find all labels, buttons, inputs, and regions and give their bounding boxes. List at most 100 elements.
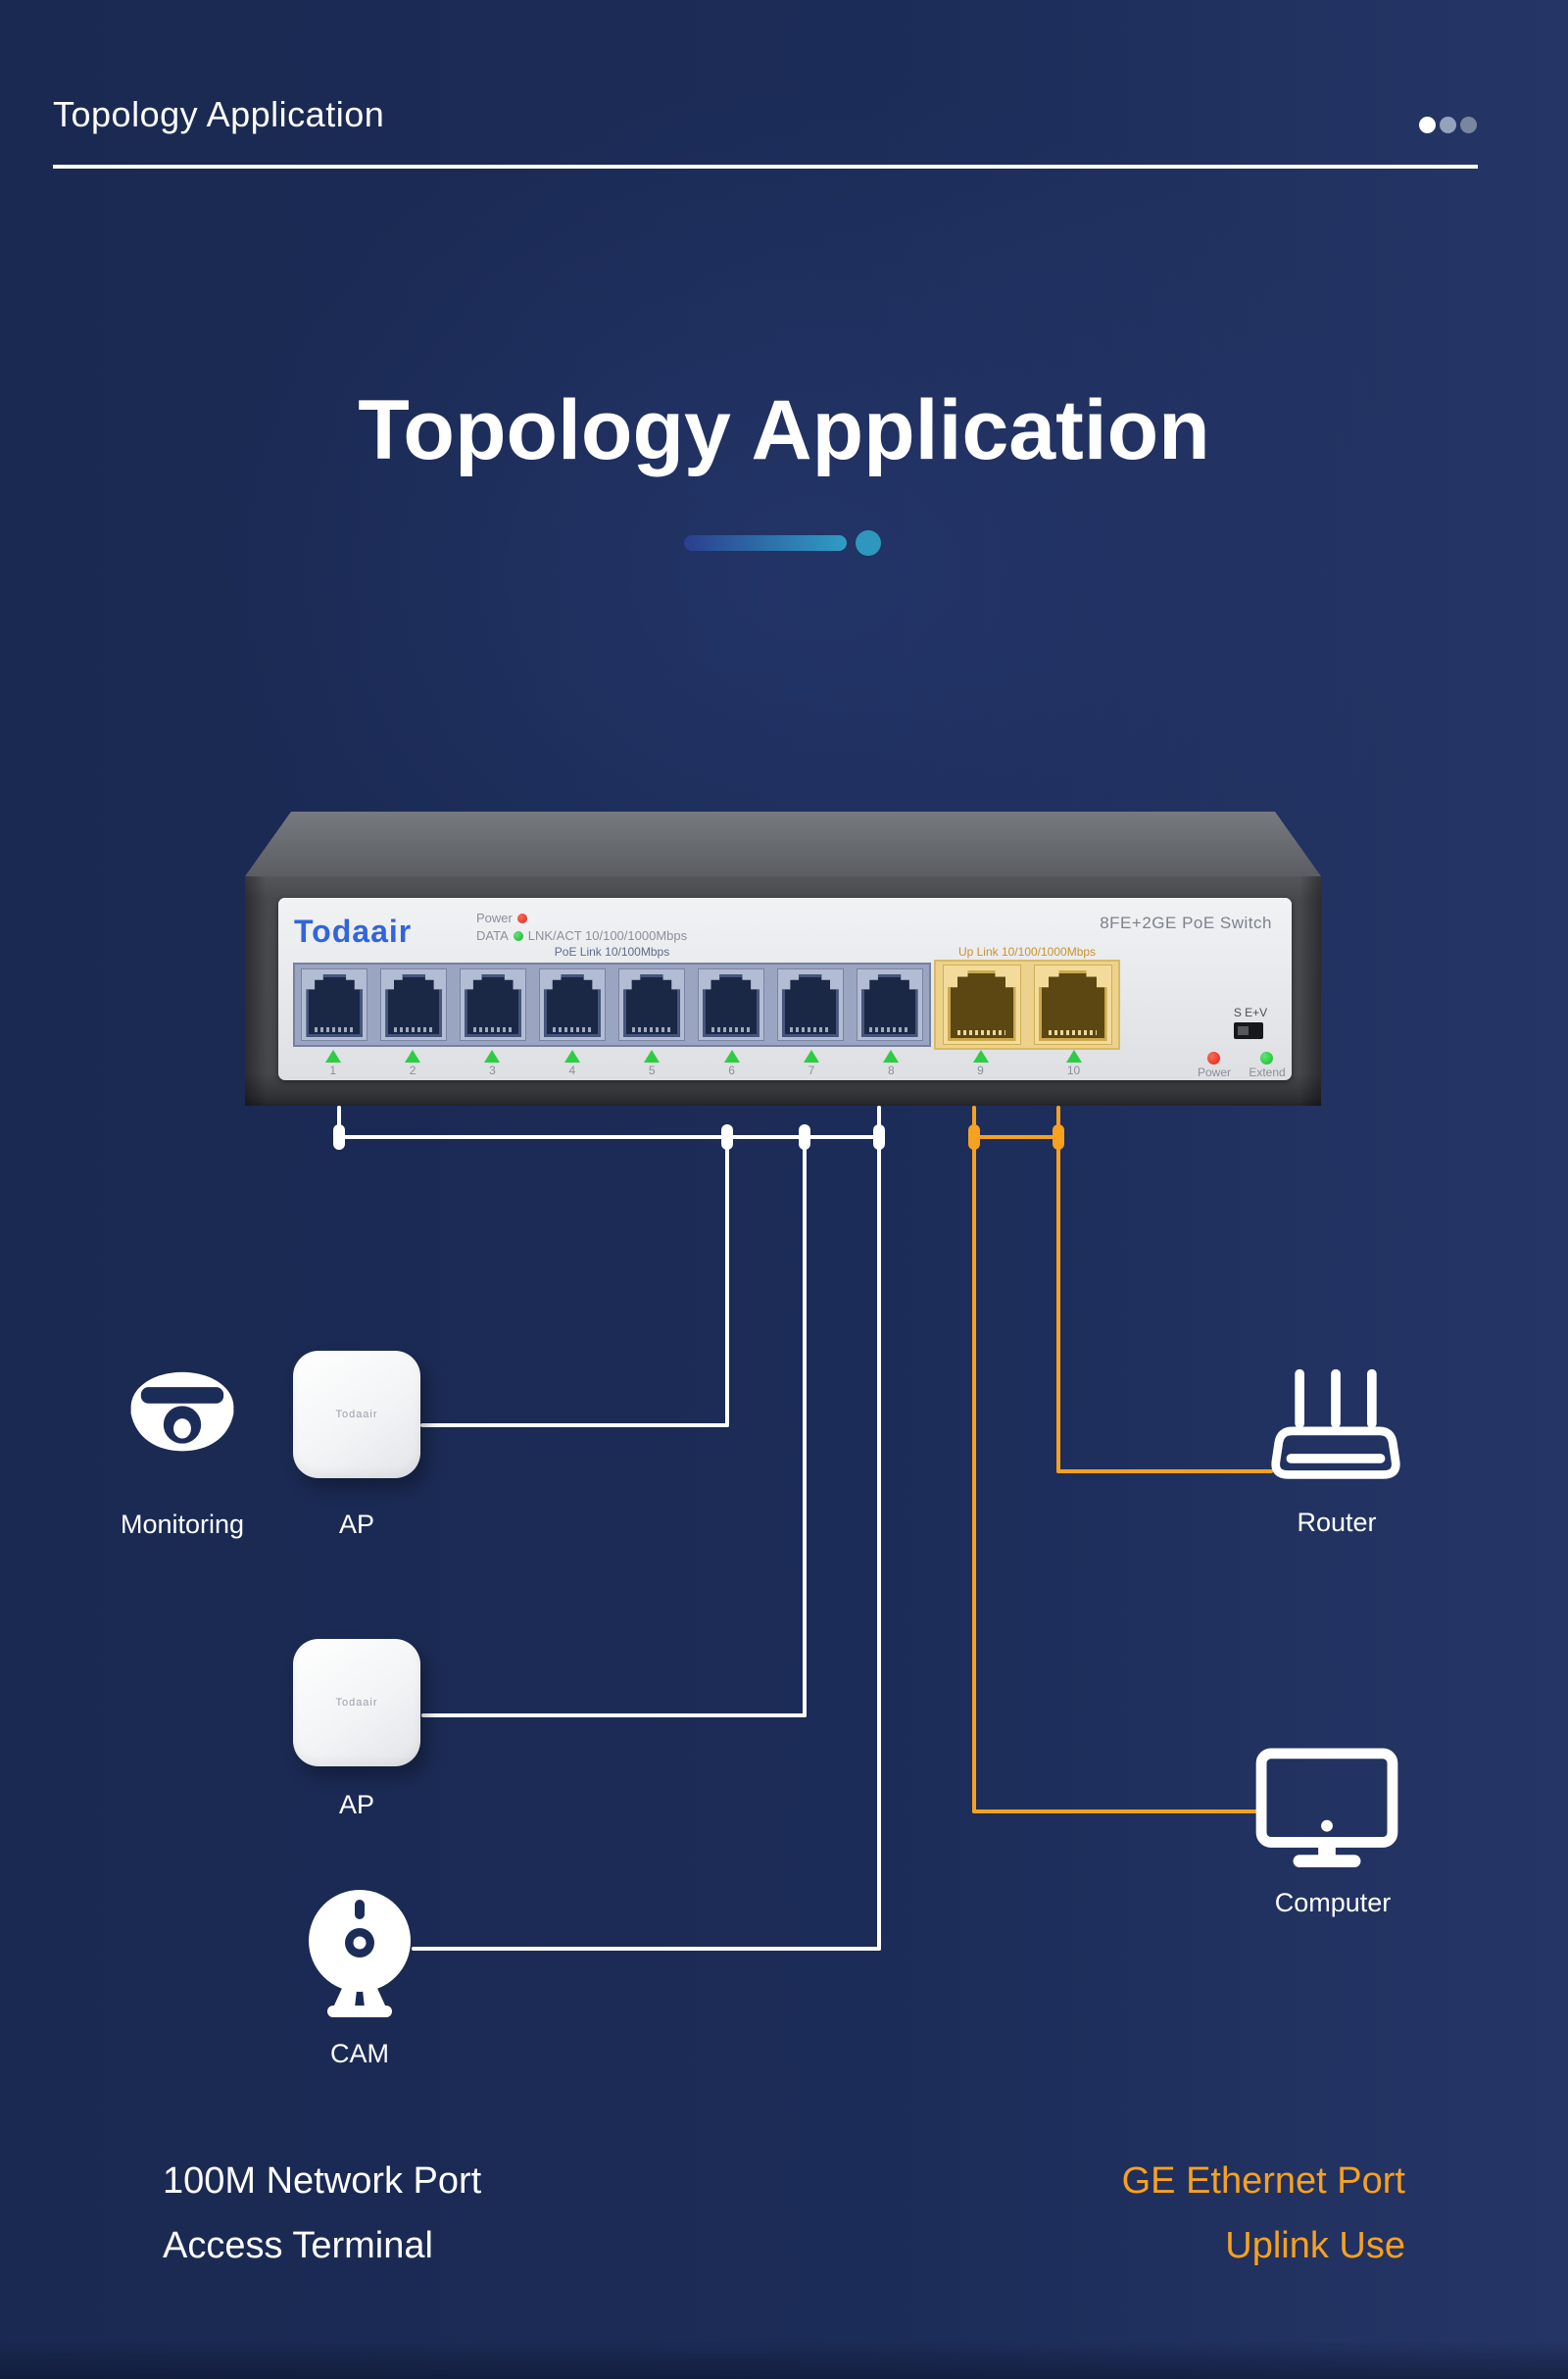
wire-cam-horizontal: [412, 1947, 881, 1951]
green-triangle-icon: [405, 1050, 421, 1063]
power-led-label: Power: [1197, 1066, 1231, 1079]
wire-computer-vertical: [972, 1106, 976, 1813]
green-triangle-icon: [883, 1050, 900, 1063]
switch-top-face: [245, 812, 1321, 876]
page-title: Topology Application: [358, 383, 1210, 477]
extend-led-label: Extend: [1249, 1066, 1286, 1079]
port-number: 10: [1066, 1064, 1081, 1077]
router-icon: [1271, 1368, 1400, 1479]
wire-junction: [721, 1124, 733, 1150]
bottom-fade: [0, 2340, 1568, 2379]
green-triangle-icon: [644, 1050, 661, 1063]
switch-faceplate: Todaair Power DATA LNK/ACT 10/100/1000Mb…: [278, 898, 1292, 1080]
port-indicator: 7: [803, 1050, 819, 1077]
wire-white-bus: [337, 1135, 881, 1139]
monitor-icon: [1255, 1748, 1398, 1868]
legend-access-terminal: 100M Network Port Access Terminal: [163, 2149, 481, 2278]
port-indicator: 10: [1065, 1050, 1082, 1077]
power-led-icon: [1207, 1052, 1220, 1065]
green-triangle-icon: [324, 1050, 341, 1063]
green-triangle-icon: [564, 1050, 580, 1063]
port-number: 6: [728, 1064, 735, 1077]
port-number: 2: [409, 1064, 416, 1077]
poe-group-label: PoE Link 10/100Mbps: [554, 945, 670, 959]
port-number: 8: [887, 1064, 895, 1077]
port-number: 4: [568, 1064, 576, 1077]
ap2-label: AP: [338, 1790, 375, 1819]
data-label: DATA: [476, 928, 509, 943]
legend-uplink-line2: Uplink Use: [1225, 2225, 1405, 2266]
monitoring-label: Monitoring: [120, 1510, 245, 1539]
ap-brand-text: Todaair: [335, 1697, 378, 1709]
green-triangle-icon: [1065, 1050, 1082, 1063]
red-led-icon: [516, 913, 527, 923]
wire-router-vertical: [1056, 1106, 1060, 1473]
ap1-label: AP: [338, 1510, 375, 1539]
green-led-icon: [513, 930, 523, 941]
wire-junction: [333, 1124, 345, 1150]
rj45-jack-icon: [385, 974, 443, 1037]
power-label: Power: [476, 911, 513, 925]
port-indicator: 3: [484, 1050, 501, 1077]
port-indicator: 9: [972, 1050, 989, 1077]
rj45-jack-icon: [465, 974, 522, 1037]
wire-ap2-vertical: [803, 1137, 807, 1717]
dip-switch-label: S E+V: [1233, 1006, 1268, 1019]
pagination-dot-icon: [1440, 117, 1456, 133]
port-indicator: 1: [324, 1050, 341, 1077]
rj45-jack-icon: [544, 974, 602, 1037]
rj45-uplink-port: [942, 965, 1021, 1045]
wire-ap2-horizontal: [421, 1713, 807, 1717]
rj45-port: [856, 968, 923, 1041]
wire-junction: [968, 1124, 980, 1150]
legend-uplink: GE Ethernet Port Uplink Use: [1122, 2149, 1405, 2278]
port-number: 9: [977, 1064, 984, 1077]
pagination-dots: [1419, 117, 1477, 133]
wire-port1-stub: [337, 1106, 341, 1139]
wire-router-horizontal: [1056, 1469, 1273, 1473]
rj45-jack-icon: [306, 974, 364, 1037]
port-indicator: 8: [883, 1050, 900, 1077]
green-triangle-icon: [484, 1050, 501, 1063]
green-triangle-icon: [723, 1050, 740, 1063]
port-number: 5: [648, 1064, 656, 1077]
rj45-jack-icon: [1038, 970, 1107, 1041]
rj45-uplink-port: [1033, 965, 1112, 1045]
rj45-jack-icon: [947, 970, 1016, 1041]
ap-brand-text: Todaair: [335, 1409, 378, 1420]
rj45-jack-icon: [860, 974, 918, 1037]
header-title: Topology Application: [53, 94, 385, 134]
data-led-legend: DATA LNK/ACT 10/100/1000Mbps: [476, 928, 687, 943]
pagination-dot-icon: [1460, 117, 1477, 133]
wire-ap1-horizontal: [420, 1423, 729, 1427]
access-point-icon: Todaair: [293, 1639, 420, 1766]
legend-uplink-line1: GE Ethernet Port: [1121, 2160, 1405, 2202]
legend-access-line1: 100M Network Port: [163, 2160, 482, 2202]
poe-port-indicators: 1 2 3 4 5 6 7 8: [293, 1050, 931, 1077]
rj45-port: [460, 968, 527, 1041]
header-divider: [53, 165, 1478, 169]
rj45-port: [697, 968, 764, 1041]
cam-label: CAM: [330, 2039, 389, 2068]
switch-model-label: 8FE+2GE PoE Switch: [1100, 914, 1272, 932]
extend-led-icon: [1260, 1052, 1273, 1065]
port-number: 3: [489, 1064, 496, 1077]
port-indicator: 2: [405, 1050, 421, 1077]
title-underline-dot: [856, 530, 881, 556]
wire-junction: [873, 1124, 885, 1150]
rj45-port: [776, 968, 844, 1041]
dome-camera-icon: [130, 1371, 234, 1452]
dip-switch: [1234, 1022, 1263, 1039]
wire-cam-vertical: [877, 1137, 881, 1951]
wire-junction: [1053, 1124, 1064, 1150]
title-underline: [684, 535, 847, 551]
poe-switch: Todaair Power DATA LNK/ACT 10/100/1000Mb…: [245, 812, 1321, 1106]
wire-ap1-vertical: [725, 1137, 729, 1427]
wire-junction: [799, 1124, 810, 1150]
green-triangle-icon: [803, 1050, 819, 1063]
computer-label: Computer: [1274, 1888, 1392, 1917]
uplink-group-label: Up Link 10/100/1000Mbps: [957, 945, 1097, 959]
uplink-port-bank: [934, 960, 1120, 1050]
rj45-jack-icon: [622, 974, 680, 1037]
router-label: Router: [1297, 1508, 1377, 1537]
